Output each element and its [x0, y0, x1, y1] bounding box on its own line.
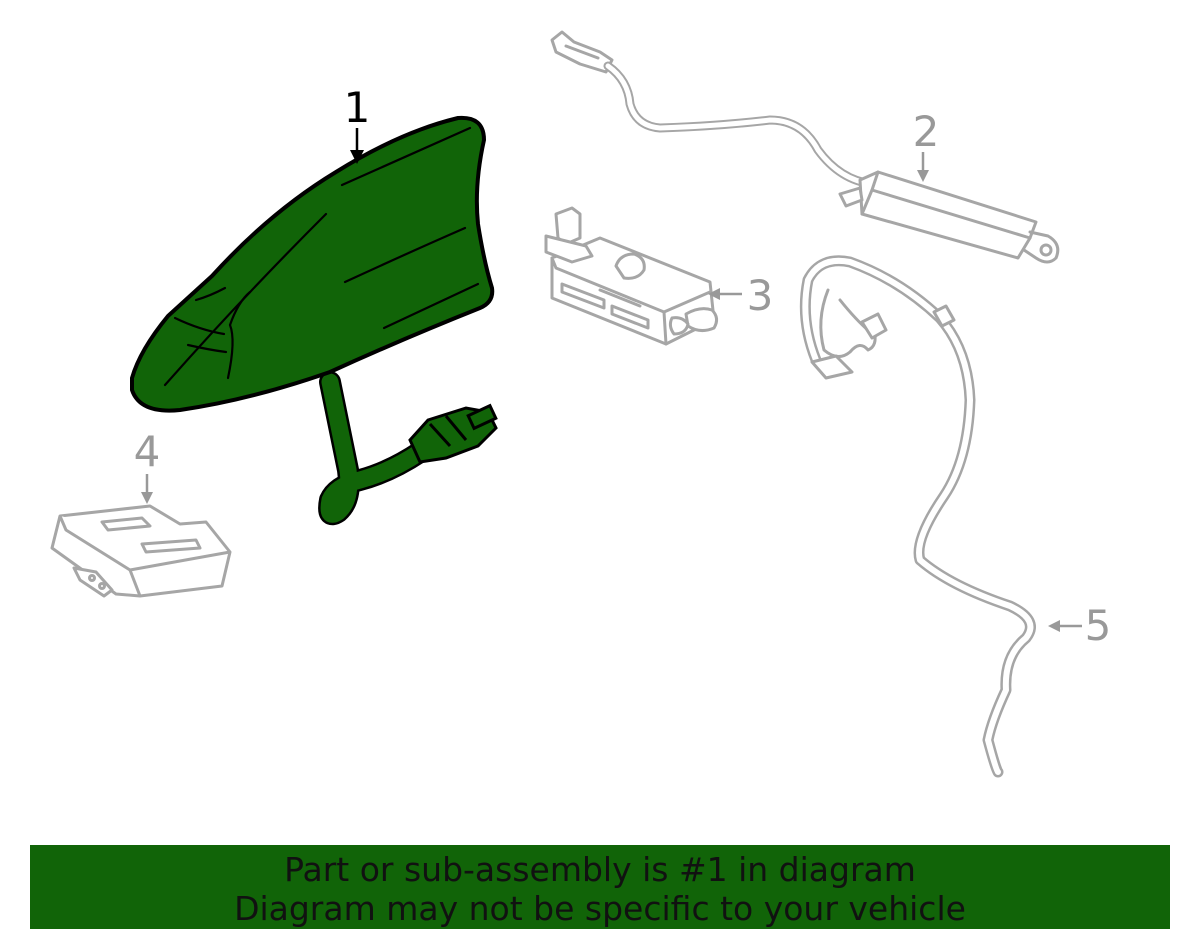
callout-2: 2 [913, 107, 940, 182]
part-2-module-cable[interactable] [550, 30, 1060, 264]
part-1-antenna[interactable] [130, 115, 498, 526]
callout-2-arrowhead [917, 170, 929, 182]
callout-3-number: 3 [747, 271, 774, 320]
part-1-fin-body [130, 115, 495, 413]
callout-1-arrowhead [350, 150, 364, 164]
banner-line-1: Part or sub-assembly is #1 in diagram [284, 850, 916, 889]
part-1-fin-details [163, 126, 480, 387]
callout-4-arrowhead [141, 492, 153, 504]
part-1-connector [408, 403, 498, 464]
part-4-module[interactable] [50, 504, 232, 598]
callout-3: 3 [708, 271, 773, 320]
callout-1: 1 [344, 83, 371, 164]
part-3-receiver[interactable] [544, 206, 719, 346]
callout-5-number: 5 [1085, 601, 1112, 650]
callout-2-number: 2 [913, 107, 940, 156]
callout-1-number: 1 [344, 83, 371, 132]
callout-5-arrowhead [1048, 620, 1060, 632]
part-5-cable[interactable] [799, 255, 1036, 778]
callout-5: 5 [1048, 601, 1111, 650]
callout-4-number: 4 [134, 427, 161, 476]
callout-3-arrowhead [708, 288, 720, 300]
banner-line-2: Diagram may not be specific to your vehi… [234, 889, 966, 928]
callout-4: 4 [134, 427, 161, 504]
parts-diagram: 1 2 3 4 5 [50, 30, 1111, 778]
info-banner: Part or sub-assembly is #1 in diagram Di… [30, 845, 1170, 929]
part-1-cable [318, 371, 431, 526]
